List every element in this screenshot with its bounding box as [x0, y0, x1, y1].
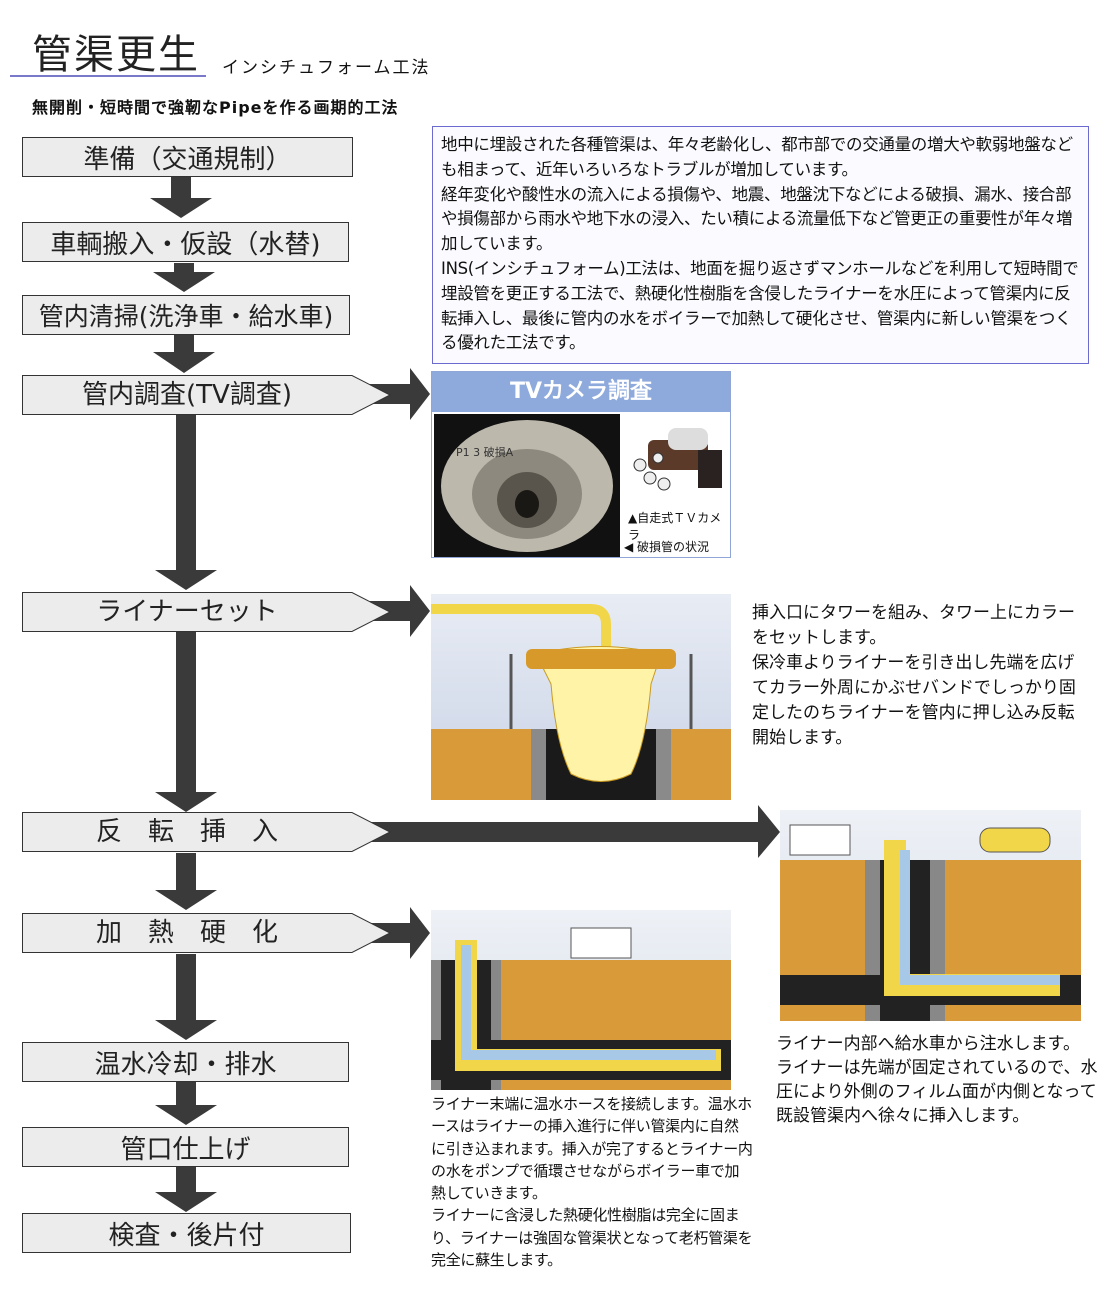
step-heat-cure: 加 熱 硬 化 — [22, 913, 392, 953]
inversion-insert-description: ライナー内部へ給水車から注水します。 ライナーは先端が固定されているので、水圧に… — [776, 1034, 1098, 1126]
right-arrow — [370, 907, 430, 959]
liner-set-illustration — [431, 594, 731, 800]
page-title: 管渠更生 — [32, 32, 200, 78]
title-underline — [10, 75, 206, 77]
pipe-camera-image: P1 3 破損A — [434, 414, 620, 557]
step-pipe-end-finish: 管口仕上げ — [22, 1127, 349, 1167]
intro-text-box: 地中に埋設された各種管渠は、年々老齢化し、都市部での交通量の増大や軟弱地盤なども… — [432, 126, 1089, 364]
down-arrow — [150, 177, 212, 218]
right-arrow — [370, 805, 780, 858]
tv-panel-title: TVカメラ調査 — [432, 372, 730, 412]
page-subtitle: インシチュフォーム工法 — [222, 58, 431, 78]
step-label: ライナーセット — [96, 597, 278, 627]
inversion-insert-illustration — [780, 810, 1081, 1021]
step-preparation: 準備（交通規制） — [22, 137, 353, 177]
down-arrow — [155, 853, 217, 910]
down-arrow — [155, 1167, 217, 1212]
down-arrow — [155, 632, 217, 812]
step-label: 管内調査(TV調査) — [82, 380, 292, 410]
step-cooling-drain: 温水冷却・排水 — [22, 1042, 349, 1082]
right-arrow — [370, 368, 430, 420]
down-arrow — [153, 335, 215, 373]
down-arrow — [153, 263, 215, 292]
step-pipe-cleaning: 管内清掃(洗浄車・給水車) — [22, 295, 350, 335]
step-inspection-cleanup: 検査・後片付 — [22, 1213, 351, 1253]
tagline: 無開削・短時間で強靭なPipeを作る画期的工法 — [32, 98, 399, 117]
down-arrow — [155, 954, 217, 1040]
robot-camera-image — [628, 420, 724, 500]
tv-camera-panel: TVカメラ調査 P1 3 破損A ▲自走式ＴＶカメラ ◀ 破損管の状況 — [431, 371, 731, 558]
step-label: 加 熱 硬 化 — [95, 918, 278, 948]
right-arrow — [370, 585, 430, 637]
step-inversion-insert: 反 転 挿 入 — [22, 812, 392, 852]
down-arrow — [155, 415, 217, 590]
step-liner-set: ライナーセット — [22, 592, 392, 632]
camera-caption: ▲自走式ＴＶカメラ — [628, 511, 722, 542]
pipe-caption: ◀ 破損管の状況 — [624, 540, 710, 554]
liner-set-description: 挿入口にタワーを組み、タワー上にカラーをセットします。 保冷車よりライナーを引き… — [752, 603, 1076, 748]
step-label: 反 転 挿 入 — [95, 817, 278, 847]
heat-cure-illustration — [431, 910, 731, 1090]
screen-label: P1 3 破損A — [456, 446, 514, 459]
heat-cure-description: ライナー末端に温水ホースを接続します。温水ホースはライナーの挿入進行に伴い管渠内… — [431, 1095, 753, 1270]
down-arrow — [155, 1082, 217, 1125]
step-vehicle-setup: 車輌搬入・仮設（水替) — [22, 222, 349, 262]
step-tv-inspection: 管内調査(TV調査) — [22, 375, 392, 415]
